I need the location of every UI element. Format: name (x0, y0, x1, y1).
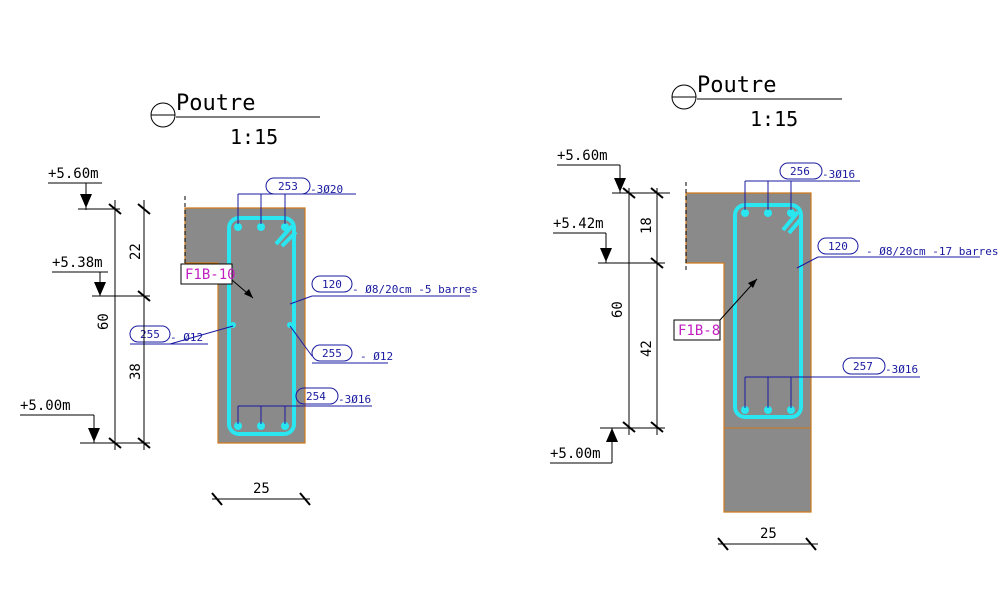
bottom-bar (764, 406, 772, 414)
bottom-bar (257, 422, 265, 430)
bar-label-255-right[interactable]: 255 - Ø12 (289, 325, 393, 364)
svg-text:255: 255 (322, 347, 342, 360)
svg-text:+5.38m: +5.38m (52, 255, 103, 271)
section-scale: 1:15 (750, 107, 798, 131)
level-marker-top: +5.60m (48, 166, 120, 210)
right-section: Poutre 1:15 256 -3Ø16 120 (550, 73, 998, 551)
element-tag[interactable]: F1B-10 (180, 263, 254, 299)
svg-text:-3Ø16: -3Ø16 (822, 168, 855, 181)
svg-text:F1B-8: F1B-8 (678, 323, 720, 339)
svg-text:120: 120 (322, 278, 342, 291)
level-marker-mid: +5.42m (553, 216, 665, 264)
level-marker-bottom: +5.00m (550, 427, 665, 464)
bottom-bar (234, 422, 242, 430)
svg-text:- Ø12: - Ø12 (170, 331, 203, 344)
svg-text:25: 25 (760, 526, 777, 542)
svg-text:60: 60 (96, 313, 112, 330)
svg-text:257: 257 (853, 360, 873, 373)
svg-text:- Ø8/20cm -5 barres: - Ø8/20cm -5 barres (352, 283, 478, 296)
svg-text:25: 25 (253, 481, 270, 497)
svg-text:38: 38 (128, 363, 144, 380)
svg-text:120: 120 (828, 240, 848, 253)
bar-label-120[interactable]: 120 - Ø8/20cm -5 barres (289, 275, 478, 305)
svg-text:22: 22 (128, 243, 144, 260)
top-bar (787, 209, 795, 217)
top-bar (741, 209, 749, 217)
svg-text:255: 255 (140, 328, 160, 341)
svg-text:60: 60 (610, 301, 626, 318)
svg-text:+5.00m: +5.00m (550, 446, 601, 462)
svg-text:18: 18 (639, 217, 655, 234)
svg-text:-3Ø16: -3Ø16 (338, 393, 371, 406)
svg-text:- Ø12: - Ø12 (360, 350, 393, 363)
bottom-bar (281, 422, 289, 430)
dimension-width: 25 (717, 526, 818, 551)
section-scale: 1:15 (230, 125, 278, 149)
top-bar (257, 223, 265, 231)
bottom-bar (741, 406, 749, 414)
svg-text:+5.42m: +5.42m (553, 216, 604, 232)
dimension-vertical: 60 18 42 (610, 187, 664, 435)
svg-text:+5.60m: +5.60m (557, 148, 608, 164)
level-marker-mid: +5.38m (52, 255, 150, 297)
svg-text:-3Ø20: -3Ø20 (310, 183, 343, 196)
bottom-bar (787, 406, 795, 414)
svg-text:254: 254 (306, 390, 326, 403)
top-bar (281, 223, 289, 231)
level-marker-top: +5.60m (557, 148, 670, 194)
svg-text:42: 42 (639, 340, 655, 357)
element-tag[interactable]: F1B-8 (673, 278, 758, 341)
section-title: Poutre (176, 91, 255, 116)
bar-label-254[interactable]: 254 -3Ø16 (237, 387, 372, 424)
bar-label-120[interactable]: 120 - Ø8/20cm -17 barres (796, 237, 998, 269)
section-title: Poutre (697, 73, 776, 98)
left-section: Poutre 1:15 253 -3Ø20 (20, 91, 478, 506)
bar-label-255-left[interactable]: 255 - Ø12 (129, 325, 234, 345)
svg-text:256: 256 (790, 165, 810, 178)
svg-text:+5.60m: +5.60m (48, 166, 99, 182)
bar-label-257[interactable]: 257 -3Ø16 (744, 357, 920, 408)
svg-text:-3Ø16: -3Ø16 (885, 363, 918, 376)
concrete-section (685, 192, 812, 513)
svg-text:253: 253 (278, 180, 298, 193)
dimension-width: 25 (211, 481, 311, 506)
svg-text:F1B-10: F1B-10 (185, 267, 236, 283)
dimension-vertical: 60 22 38 (96, 200, 151, 450)
level-marker-bottom: +5.00m (20, 398, 150, 444)
top-bar (764, 209, 772, 217)
top-bar (234, 223, 242, 231)
bar-label-253[interactable]: 253 -3Ø20 (237, 177, 356, 224)
svg-text:+5.00m: +5.00m (20, 398, 71, 414)
side-bar (287, 322, 293, 328)
bar-label-256[interactable]: 256 -3Ø16 (744, 162, 860, 210)
svg-text:- Ø8/20cm -17 barres: - Ø8/20cm -17 barres (866, 245, 998, 258)
